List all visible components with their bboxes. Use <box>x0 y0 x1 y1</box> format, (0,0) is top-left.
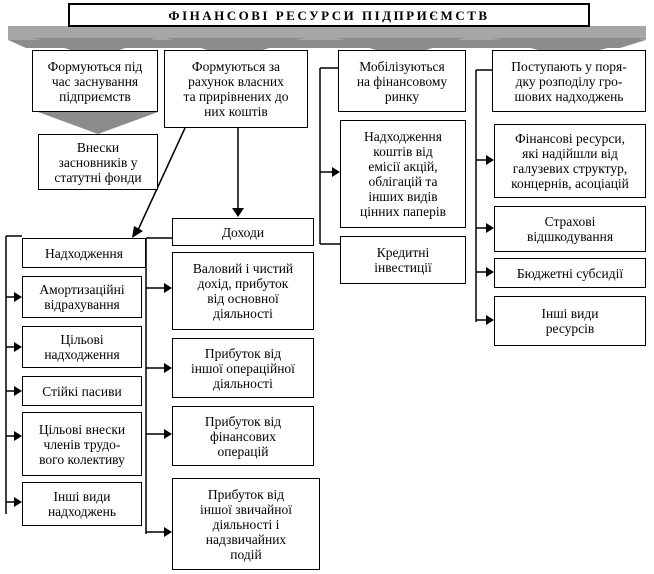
redistribution-branch-0-arrowhead <box>486 155 494 165</box>
market-branch-0-arrowhead <box>332 167 340 177</box>
income-branch-2-arrowhead <box>164 429 172 439</box>
receipts-branch-4-arrowhead <box>14 497 22 507</box>
income-item: Прибуток від фінансових операцій <box>172 406 314 466</box>
redistribution-branch-1-arrowhead <box>486 223 494 233</box>
receipt-item: Інші види надходжень <box>22 482 142 526</box>
market-item: Кредитні інвестиції <box>340 236 466 284</box>
title-funnel <box>8 26 646 40</box>
redistribution-item: Бюджетні субсидії <box>494 258 646 288</box>
income-item: Прибуток від іншої операційної діяльност… <box>172 338 314 398</box>
founding-item: Внески засновників у статутні фонди <box>38 134 158 190</box>
redistribution-item: Страхові відшкодування <box>494 206 646 252</box>
redistribution-item: Інші види ресурсів <box>494 296 646 346</box>
source-market: Мобілізуються на фінансовому ринку <box>338 50 466 112</box>
receipts-branch-3-arrowhead <box>14 431 22 441</box>
receipt-item: Цільові надходження <box>22 326 142 368</box>
chevron-redistribution <box>492 38 646 58</box>
redistribution-item: Фінансові ресурси, які надійшли від галу… <box>494 124 646 198</box>
connector-own-to-receipts <box>137 127 186 231</box>
arrowhead-receipts <box>132 226 143 238</box>
receipts-branch-0-arrowhead <box>14 292 22 302</box>
chart-title: ФІНАНСОВІ РЕСУРСИ ПІДПРИЄМСТВ <box>68 3 590 27</box>
income-branch-3-arrowhead <box>164 527 172 537</box>
redistribution-branch-2-arrowhead <box>486 267 494 277</box>
chevron-founding <box>34 38 156 58</box>
income-header: Доходи <box>172 218 314 246</box>
source-founding: Формуються під час заснування підприємст… <box>32 50 158 112</box>
chevron-founding-items <box>38 112 158 134</box>
receipts-branch-1-arrowhead <box>14 342 22 352</box>
redistribution-branch-3-arrowhead <box>486 315 494 325</box>
income-item: Прибуток від іншої звичайної діяльності … <box>172 478 320 570</box>
chevron-own <box>166 38 304 58</box>
receipt-item: Цільові внески членів трудо- вого колект… <box>22 412 142 476</box>
market-item: Надходження коштів від емісії акцій, обл… <box>340 120 466 228</box>
arrowhead-income <box>232 208 244 217</box>
income-item: Валовий і чистий дохід, прибуток від осн… <box>172 252 314 330</box>
title-arrow-founding <box>8 40 646 48</box>
receipts-branch-2-arrowhead <box>14 386 22 396</box>
source-redistribution: Поступають у поря- дку розподілу гро- шо… <box>492 50 646 112</box>
receipts-header: Надходження <box>22 238 146 268</box>
source-own: Формуються за рахунок власних та прирівн… <box>164 50 308 128</box>
income-branch-1-arrowhead <box>164 363 172 373</box>
receipt-item: Амортизаційні відрахування <box>22 276 142 318</box>
income-branch-0-arrowhead <box>164 283 172 293</box>
chevron-market <box>338 38 464 58</box>
receipt-item: Стійкі пасиви <box>22 376 142 406</box>
